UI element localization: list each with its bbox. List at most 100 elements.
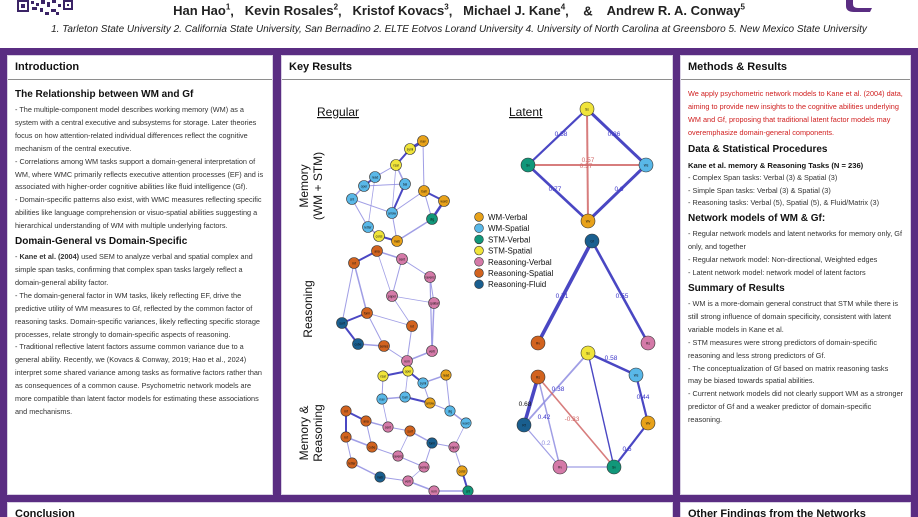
node-label: Wv — [586, 220, 591, 224]
network-edge — [366, 312, 413, 327]
network-edge — [613, 422, 649, 468]
network-node — [391, 235, 403, 247]
citation: Kane et al. (2004) — [19, 252, 80, 262]
node-label: series — [420, 466, 429, 470]
network-node — [378, 340, 390, 352]
node-label: letter — [364, 226, 372, 230]
node-label: dig — [430, 218, 434, 222]
network-node — [386, 207, 398, 219]
list-item: - Simple Span tasks: Verbal (3) & Spatia… — [688, 185, 831, 195]
network-edge — [590, 240, 650, 344]
author: Andrew R. A. Conway5 — [606, 3, 745, 19]
network-figure: Regular Latent Memory (WM + STM) Reasoni… — [297, 101, 656, 495]
column-heading-regular: Regular — [317, 105, 359, 119]
subheading: Network models of WM & Gf: — [688, 213, 826, 225]
row-label-memory: Memory — [297, 164, 311, 207]
latent-node — [606, 459, 622, 475]
node-label: rsal — [380, 375, 385, 379]
network-node — [418, 185, 430, 197]
network-node — [369, 171, 381, 183]
network-edge — [522, 376, 540, 426]
node-label: syml — [407, 148, 414, 152]
network-edge — [391, 258, 403, 297]
node-label: inf — [344, 410, 347, 414]
network-node — [340, 431, 352, 443]
methods-results-panel: Methods & Results We apply psychometric … — [680, 55, 911, 495]
latent-node — [580, 345, 596, 361]
list-item: - The conceptualization of Gf based on m… — [688, 363, 889, 386]
section-title: Introduction — [8, 56, 272, 80]
row-label-reasoning: Reasoning — [301, 280, 315, 337]
latent-node — [530, 335, 546, 351]
network-node — [374, 471, 386, 483]
node-label: ball — [403, 396, 408, 400]
legend-label: STM-Verbal — [488, 235, 530, 244]
network-edge — [376, 250, 393, 297]
node-label: word — [463, 422, 470, 426]
list-item: - Complex Span tasks: Verbal (3) & Spati… — [688, 172, 838, 182]
node-label: oper — [361, 185, 368, 189]
node-label: Sv — [612, 466, 616, 470]
legend-label: STM-Spatial — [488, 247, 532, 256]
qr-code-icon — [16, 0, 74, 16]
subheading: Summary of Results — [688, 282, 785, 294]
network-node — [438, 195, 450, 207]
node-label: surf — [339, 322, 344, 326]
network-node — [424, 271, 436, 283]
edge-weight-label: 0.2 — [541, 440, 550, 447]
list-item: - WM is a more-domain general construct … — [688, 298, 899, 334]
author: Kevin Rosales2 — [244, 3, 339, 19]
network-edge — [396, 218, 433, 242]
node-label: Wv — [646, 422, 651, 426]
network-node — [340, 405, 352, 417]
network-edge — [587, 351, 637, 377]
network-edge — [527, 108, 588, 166]
node-label: Rf — [522, 424, 525, 428]
network-node — [371, 245, 383, 257]
conclusion-panel: Conclusion — [7, 502, 673, 517]
latent-node — [640, 415, 656, 431]
network-edge — [527, 164, 589, 222]
node-label: Gf — [590, 240, 593, 244]
network-edge — [422, 140, 425, 192]
author-list: Han Hao1, Kevin Rosales2, Kristof Kovacs… — [173, 3, 745, 19]
network-node — [361, 307, 373, 319]
edge-weight-label: 0.86 — [608, 131, 621, 138]
list-item: - Regular network model: Non-directional… — [688, 255, 878, 265]
network-node — [424, 397, 436, 409]
network-node — [406, 320, 418, 332]
node-label: matr — [394, 240, 401, 244]
node-label: spatial — [429, 302, 439, 306]
row-label-combined: Memory & — [297, 406, 311, 461]
legend-label: Reasoning-Spatial — [488, 269, 554, 278]
network-node — [392, 450, 404, 462]
network-edge — [391, 295, 435, 304]
node-label: verb — [405, 480, 411, 484]
node-label: rot — [410, 325, 414, 329]
network-node — [399, 178, 411, 190]
node-label: sent — [399, 258, 405, 262]
edge-weight-label: 0.68 — [519, 401, 532, 408]
latent-node — [584, 233, 600, 249]
edge-weight-label: -0.33 — [565, 416, 580, 423]
latent-node — [628, 367, 644, 383]
node-label: Ss — [585, 108, 589, 112]
network-edge — [367, 176, 376, 228]
network-node — [360, 415, 372, 427]
affiliations: 1. Tarleton State University 2. Californ… — [51, 24, 867, 35]
network-edge — [523, 352, 589, 426]
methods-body: We apply psychometric network models to … — [688, 88, 904, 427]
node-label: Rs — [646, 342, 650, 346]
node-label: surf — [407, 430, 412, 434]
section-title: Conclusion — [15, 508, 75, 517]
subheading: Data & Statistical Procedures — [688, 143, 828, 155]
node-label: corsi — [376, 235, 383, 239]
legend-swatch — [474, 223, 484, 233]
node-label: corsi — [459, 470, 466, 474]
legend-swatch — [474, 257, 484, 267]
node-label: Rv — [536, 342, 540, 346]
network-node — [366, 441, 378, 453]
node-label: Ws — [644, 164, 649, 168]
network-edge — [537, 376, 615, 468]
